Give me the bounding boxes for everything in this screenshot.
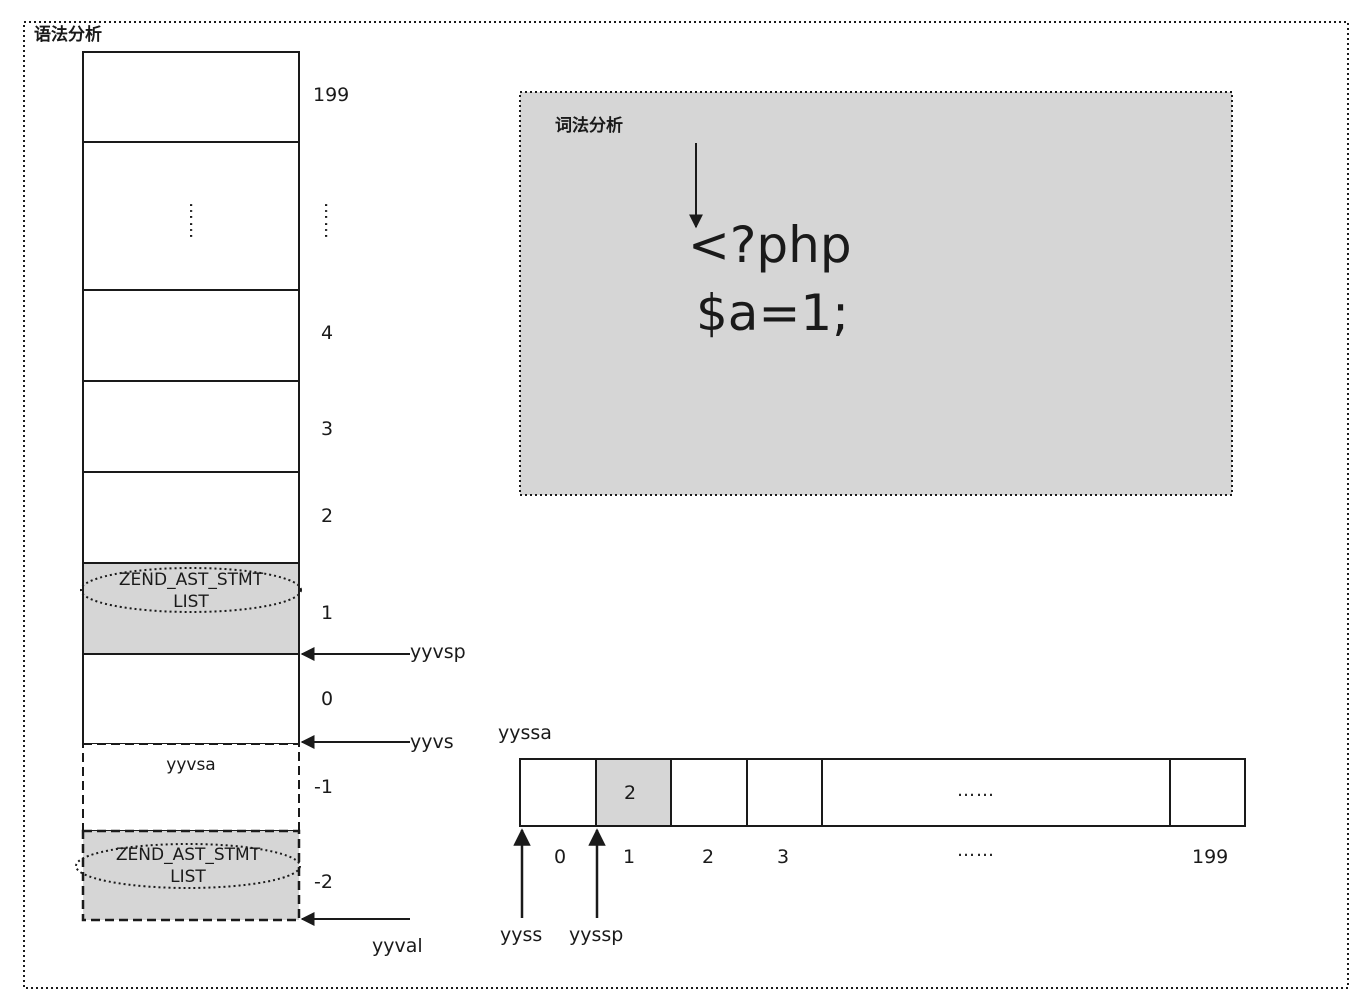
stack-cell-minus1 xyxy=(82,743,300,832)
state-cell-3 xyxy=(746,758,823,827)
yyvsp-label: yyvsp xyxy=(410,641,466,663)
index-label-2: 2 xyxy=(321,505,334,527)
stack-cell-2 xyxy=(82,471,300,564)
index-label-minus2: -2 xyxy=(314,871,333,893)
node-label-1-line1: ZEND_AST_STMT xyxy=(118,570,264,590)
index-label-4: 4 xyxy=(321,322,334,344)
stack-cell-minus2 xyxy=(81,829,301,922)
stack-vertical-dots: …… xyxy=(185,202,206,240)
index-label-minus1: -1 xyxy=(314,776,333,798)
state-index-2: 2 xyxy=(702,846,715,868)
state-index-1: 1 xyxy=(623,846,636,868)
index-label-1: 1 xyxy=(321,602,334,624)
outer-frame xyxy=(23,21,1349,989)
state-cell-dots xyxy=(821,758,1171,827)
yyval-label: yyval xyxy=(372,935,423,957)
code-line-2: $a=1; xyxy=(696,284,850,342)
state-index-199: 199 xyxy=(1192,846,1229,868)
state-cell-dots-text: …… xyxy=(957,780,995,801)
state-cell-1 xyxy=(595,758,672,827)
yyvsa-label: yyvsa xyxy=(166,755,216,775)
stack-cell-4 xyxy=(82,289,300,382)
yyssa-label: yyssa xyxy=(498,722,552,744)
state-index-dots: …… xyxy=(957,840,995,861)
node-label-minus2-line1: ZEND_AST_STMT xyxy=(115,845,261,865)
state-cell-value: 2 xyxy=(624,782,637,804)
index-label-199: 199 xyxy=(313,84,350,106)
code-line-1: <?php xyxy=(688,216,852,274)
lex-box xyxy=(519,91,1233,496)
node-ellipse-1 xyxy=(80,567,302,613)
index-label-dots: …… xyxy=(320,202,341,240)
node-ellipse-minus2 xyxy=(75,843,301,889)
state-index-3: 3 xyxy=(777,846,790,868)
stack-cell-0 xyxy=(82,653,300,745)
index-label-0: 0 xyxy=(321,688,334,710)
node-label-minus2-line2: LIST xyxy=(170,867,206,887)
state-cell-199 xyxy=(1169,758,1246,827)
index-label-3: 3 xyxy=(321,418,334,440)
yyvs-label: yyvs xyxy=(410,731,454,753)
lex-box-title: 词法分析 xyxy=(555,116,623,136)
node-label-1-line2: LIST xyxy=(173,592,209,612)
outer-frame-title: 语法分析 xyxy=(34,25,102,45)
stack-cell-3 xyxy=(82,380,300,473)
state-cell-2 xyxy=(670,758,748,827)
stack-cell-1 xyxy=(82,562,300,655)
stack-cell-199 xyxy=(82,51,300,143)
state-cell-0 xyxy=(519,758,597,827)
state-index-0: 0 xyxy=(554,846,567,868)
yyssp-label: yyssp xyxy=(569,924,624,946)
yyss-label: yyss xyxy=(500,924,543,946)
